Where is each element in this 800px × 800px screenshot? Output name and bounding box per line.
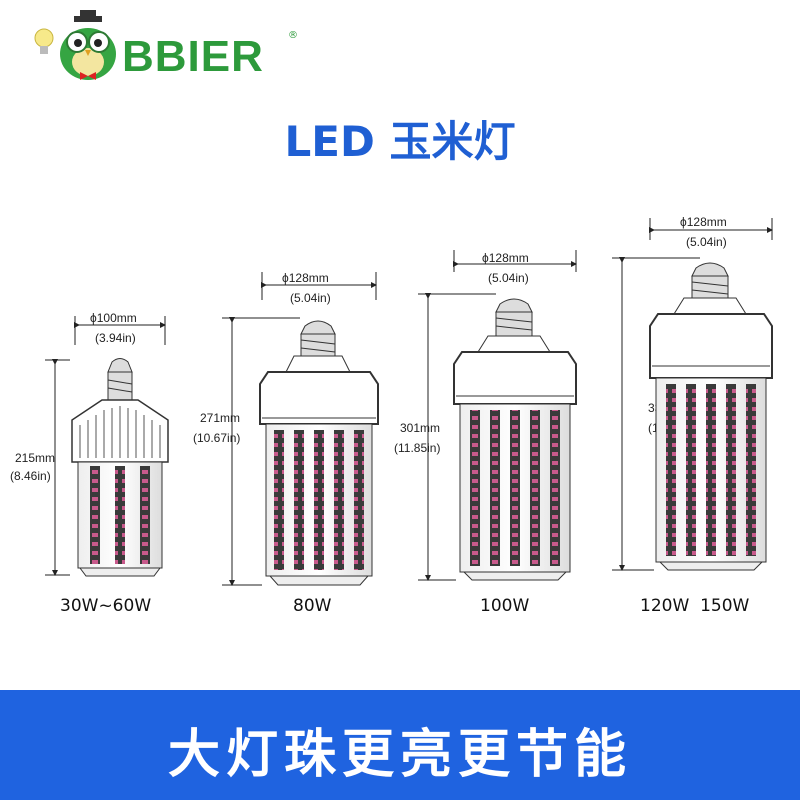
height-in-label: (10.67in) xyxy=(193,431,240,445)
height-in-label: (8.46in) xyxy=(10,469,51,483)
diameter-label: ϕ100mm xyxy=(90,311,137,325)
height-label: 271mm xyxy=(200,411,240,425)
watt-label: 80W xyxy=(293,596,332,616)
diameter-label: ϕ128mm xyxy=(282,271,329,285)
lamp-100w: ϕ128mm (5.04in) 301mm (11.85in) xyxy=(394,250,577,581)
lamp-30w-60w: ϕ100mm (3.94in) 215mm (8.46in) xyxy=(10,311,169,577)
owl-mascot-icon xyxy=(34,10,116,80)
page-title: LED 玉米灯 xyxy=(284,117,516,166)
brand-name: BBIER xyxy=(122,32,264,81)
watt-label: 100W xyxy=(480,596,530,616)
diameter-label: ϕ128mm xyxy=(482,251,529,265)
height-in-label: (11.85in) xyxy=(394,441,440,455)
height-label: 215mm xyxy=(15,451,55,465)
diameter-in-label: (5.04in) xyxy=(686,235,727,249)
diameter-in-label: (3.94in) xyxy=(95,331,136,345)
lamp-80w: ϕ128mm (5.04in) 271mm (10.67in) xyxy=(193,271,379,586)
product-diagram: ϕ100mm (3.94in) 215mm (8.46in) ϕ128mm xyxy=(10,215,773,586)
watt-label: 120W 150W xyxy=(640,596,750,616)
diameter-label: ϕ128mm xyxy=(680,215,727,229)
registered-mark: ® xyxy=(288,30,298,41)
bottom-banner xyxy=(0,690,800,800)
watt-label: 30W~60W xyxy=(60,596,152,616)
diameter-in-label: (5.04in) xyxy=(488,271,529,285)
banner-slogan: 大灯珠更亮更节能 xyxy=(167,725,632,785)
brand-logo: BBIER ® xyxy=(30,10,298,82)
height-label: 301mm xyxy=(400,421,440,435)
diameter-in-label: (5.04in) xyxy=(290,291,331,305)
lamp-120w-150w: ϕ128mm (5.04in) 331mm (13.03in) xyxy=(612,215,773,571)
